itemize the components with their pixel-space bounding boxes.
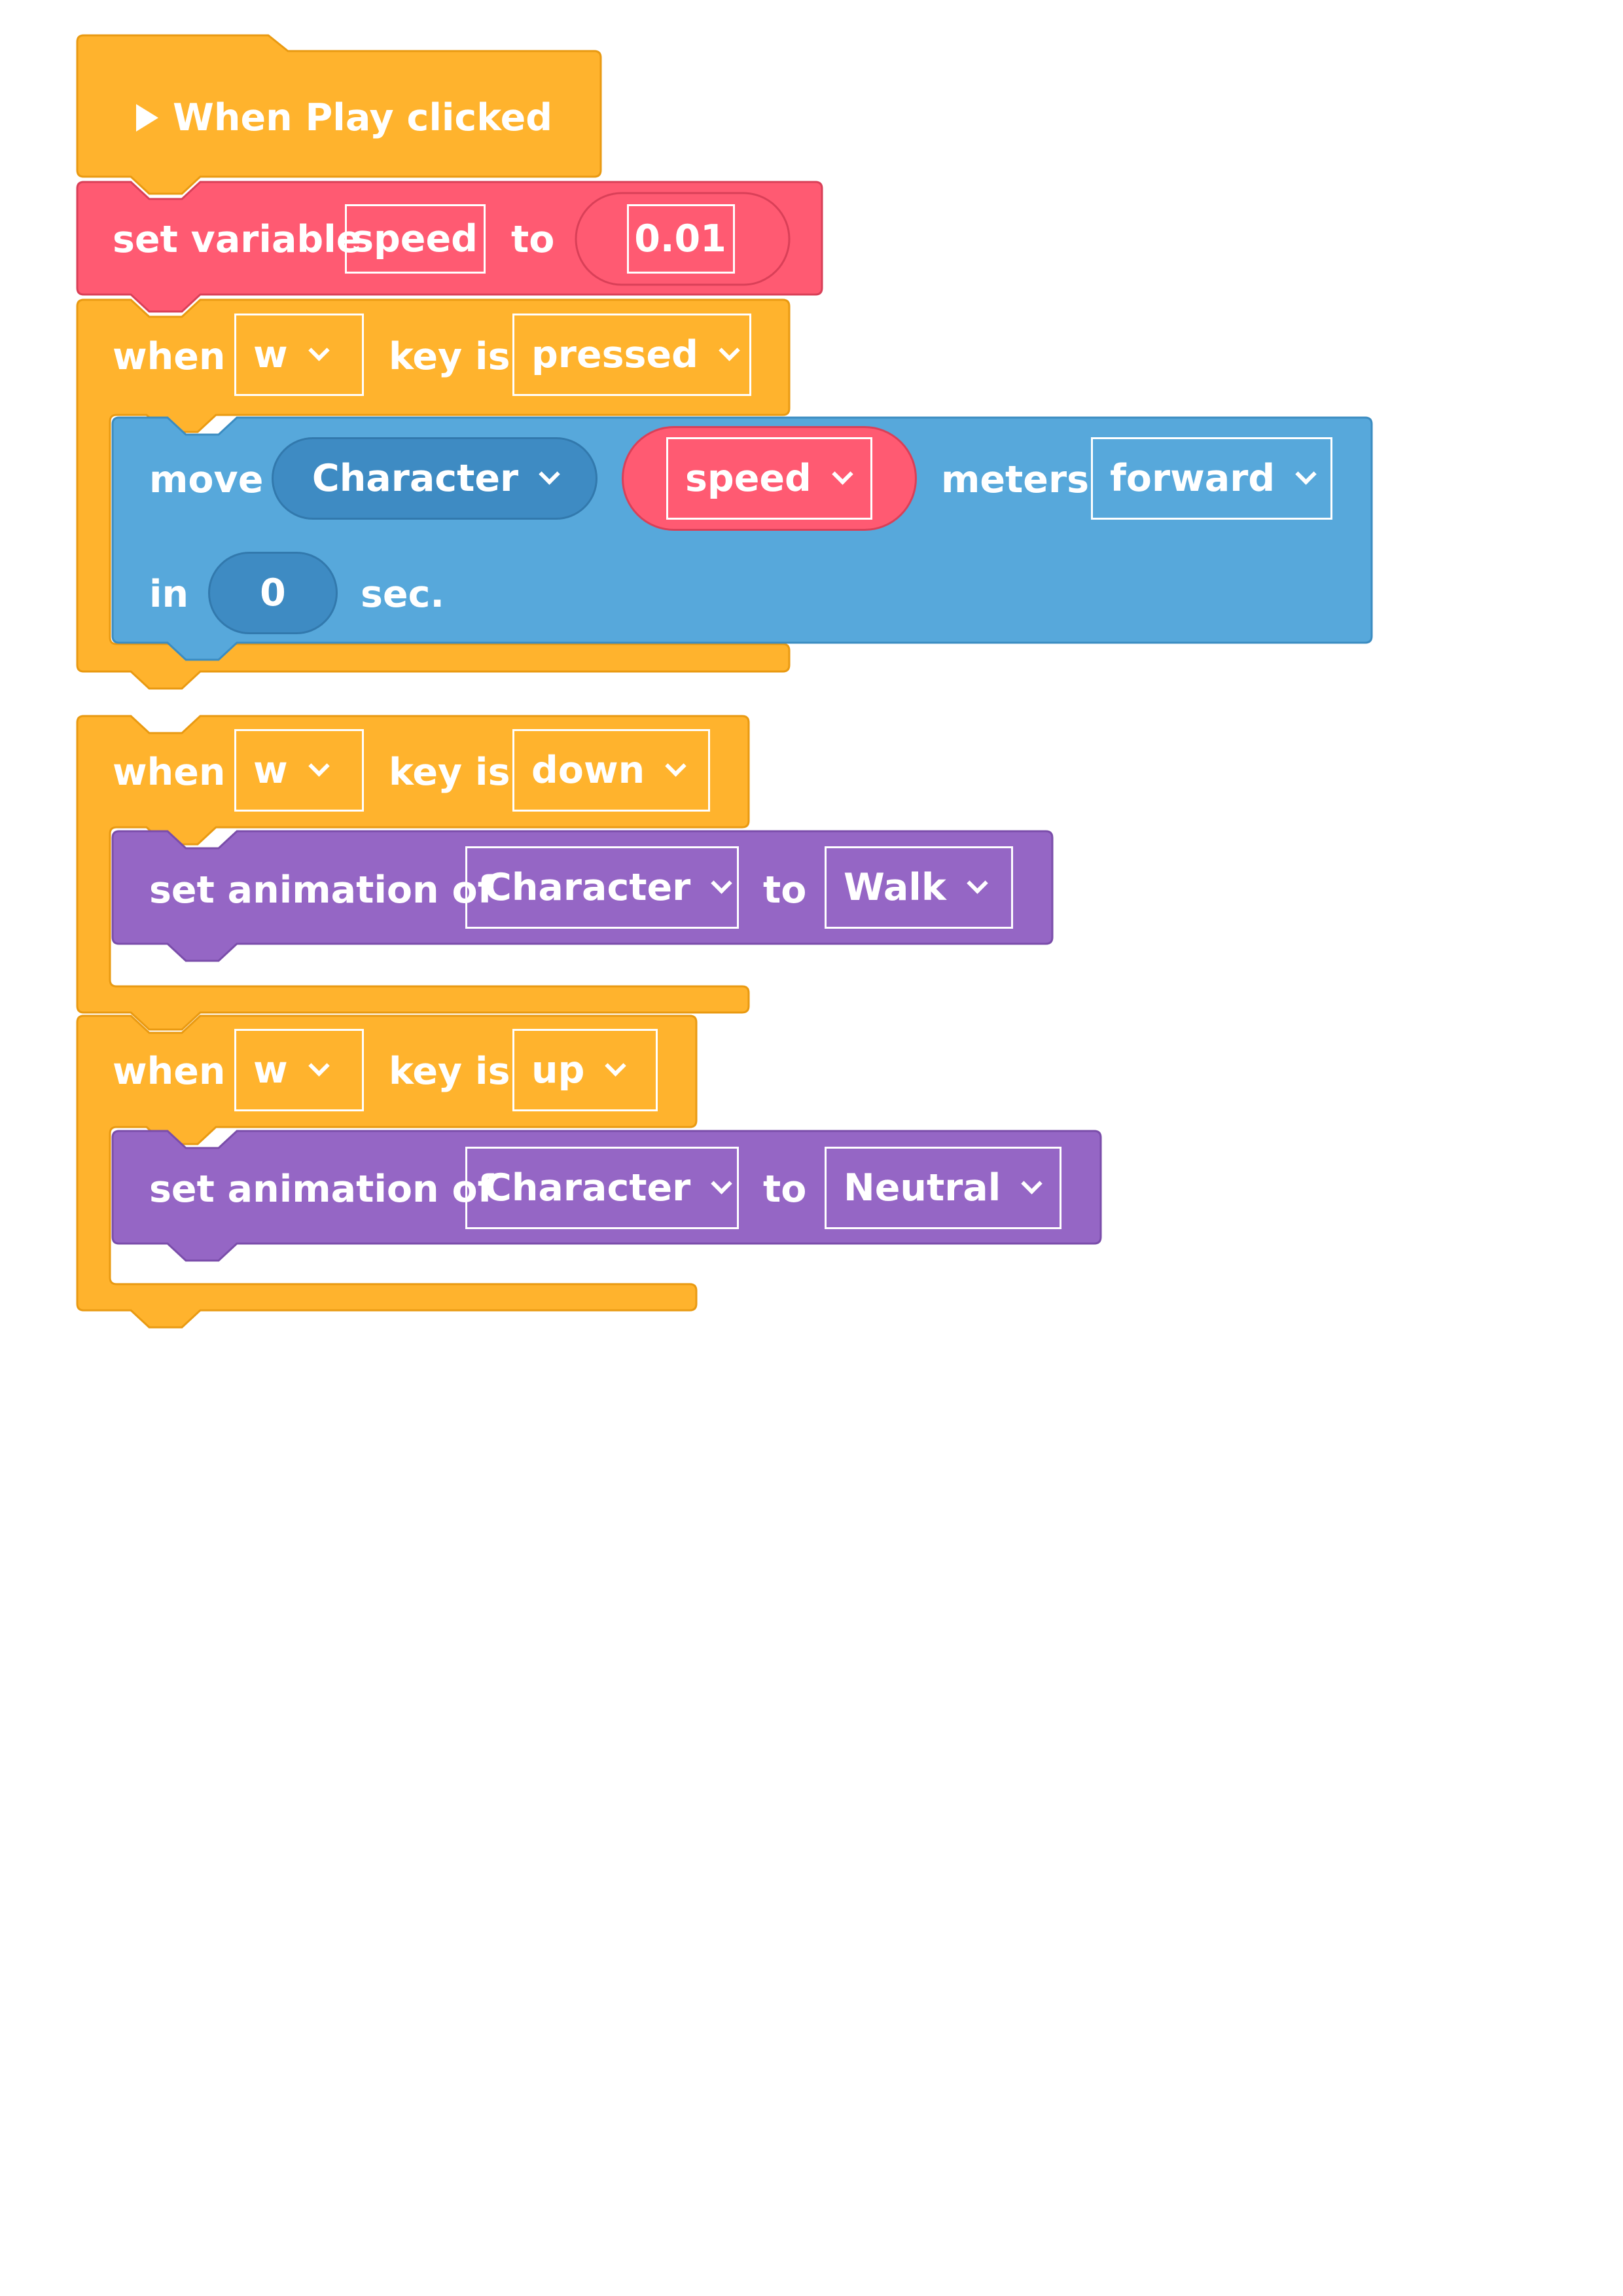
start-block-label: When Play clicked bbox=[136, 98, 552, 137]
key-pressed-state-text: pressed bbox=[531, 332, 698, 376]
key-up-state-text: up bbox=[531, 1048, 585, 1092]
set-animation-walk-to-label: to bbox=[763, 868, 807, 912]
variable-name-text: speed bbox=[351, 217, 478, 260]
chevron-down-icon bbox=[711, 872, 733, 894]
set-animation-neutral-value-text: Neutral bbox=[844, 1166, 1001, 1210]
key-up-key-is-label: key is bbox=[389, 1049, 510, 1093]
set-animation-walk-value-text: Walk bbox=[844, 865, 946, 909]
key-down-state-text: down bbox=[531, 748, 645, 792]
key-pressed-key-is-label: key is bbox=[389, 334, 510, 378]
key-down-when-label: when bbox=[113, 750, 226, 794]
key-pressed-when-label: when bbox=[113, 334, 226, 378]
chevron-down-icon bbox=[308, 755, 330, 777]
set-animation-walk-object-dropdown[interactable]: Character bbox=[465, 846, 739, 929]
set-animation-neutral-label: set animation of bbox=[149, 1167, 494, 1211]
chevron-down-icon bbox=[665, 755, 687, 777]
when-play-clicked-block[interactable] bbox=[76, 34, 602, 195]
chevron-down-icon bbox=[308, 1054, 330, 1077]
when-key-pressed-block[interactable] bbox=[76, 298, 791, 690]
key-up-state-dropdown[interactable]: up bbox=[512, 1029, 658, 1111]
key-down-key-is-label: key is bbox=[389, 750, 510, 794]
key-up-key-text: w bbox=[253, 1048, 288, 1092]
variable-name-field[interactable]: speed bbox=[345, 204, 486, 274]
chevron-down-icon bbox=[605, 1054, 627, 1077]
chevron-down-icon bbox=[308, 339, 330, 361]
move-meters-label: meters bbox=[941, 457, 1089, 501]
move-seconds-text: 0 bbox=[260, 571, 286, 615]
speed-reporter-block[interactable]: speed bbox=[622, 426, 917, 531]
move-label: move bbox=[149, 457, 264, 501]
move-sec-label: sec. bbox=[361, 572, 445, 616]
chevron-down-icon bbox=[1021, 1172, 1043, 1194]
chevron-down-icon bbox=[1295, 463, 1317, 485]
set-animation-walk-value-dropdown[interactable]: Walk bbox=[825, 846, 1013, 929]
move-object-text: Character bbox=[312, 456, 519, 500]
when-key-up-block[interactable] bbox=[76, 1014, 698, 1329]
set-animation-neutral-object-text: Character bbox=[484, 1166, 691, 1210]
move-object-dropdown[interactable]: Character bbox=[272, 437, 597, 520]
key-up-key-dropdown[interactable]: w bbox=[234, 1029, 364, 1111]
key-pressed-state-dropdown[interactable]: pressed bbox=[512, 314, 751, 396]
start-block-text: When Play clicked bbox=[173, 96, 553, 139]
key-pressed-key-dropdown[interactable]: w bbox=[234, 314, 364, 396]
chevron-down-icon bbox=[719, 339, 740, 361]
set-variable-to-label: to bbox=[511, 217, 555, 261]
set-variable-label: set variable bbox=[113, 217, 362, 261]
key-down-key-dropdown[interactable]: w bbox=[234, 729, 364, 812]
chevron-down-icon bbox=[711, 1172, 733, 1194]
set-animation-neutral-object-dropdown[interactable]: Character bbox=[465, 1147, 739, 1229]
set-animation-walk-object-text: Character bbox=[484, 865, 691, 909]
when-key-down-block[interactable] bbox=[76, 715, 750, 1031]
move-in-label: in bbox=[149, 572, 189, 616]
set-animation-neutral-value-dropdown[interactable]: Neutral bbox=[825, 1147, 1061, 1229]
chevron-down-icon bbox=[966, 872, 988, 894]
speed-reporter-dropdown[interactable]: speed bbox=[666, 437, 872, 520]
chevron-down-icon bbox=[832, 463, 853, 485]
chevron-down-icon bbox=[539, 463, 560, 485]
move-direction-dropdown[interactable]: forward bbox=[1091, 437, 1332, 520]
move-direction-text: forward bbox=[1110, 456, 1275, 500]
set-animation-walk-block[interactable] bbox=[111, 830, 1054, 962]
speed-reporter-text: speed bbox=[685, 456, 812, 500]
key-down-key-text: w bbox=[253, 748, 288, 792]
variable-value-input[interactable]: 0.01 bbox=[627, 204, 735, 274]
key-pressed-key-text: w bbox=[253, 332, 288, 376]
set-animation-neutral-to-label: to bbox=[763, 1167, 807, 1211]
key-up-when-label: when bbox=[113, 1049, 226, 1093]
key-down-state-dropdown[interactable]: down bbox=[512, 729, 710, 812]
play-icon bbox=[136, 104, 158, 132]
variable-value-pill[interactable] bbox=[575, 192, 791, 286]
set-animation-walk-label: set animation of bbox=[149, 868, 494, 912]
move-seconds-input[interactable]: 0 bbox=[208, 552, 338, 634]
variable-value-text: 0.01 bbox=[634, 217, 726, 260]
